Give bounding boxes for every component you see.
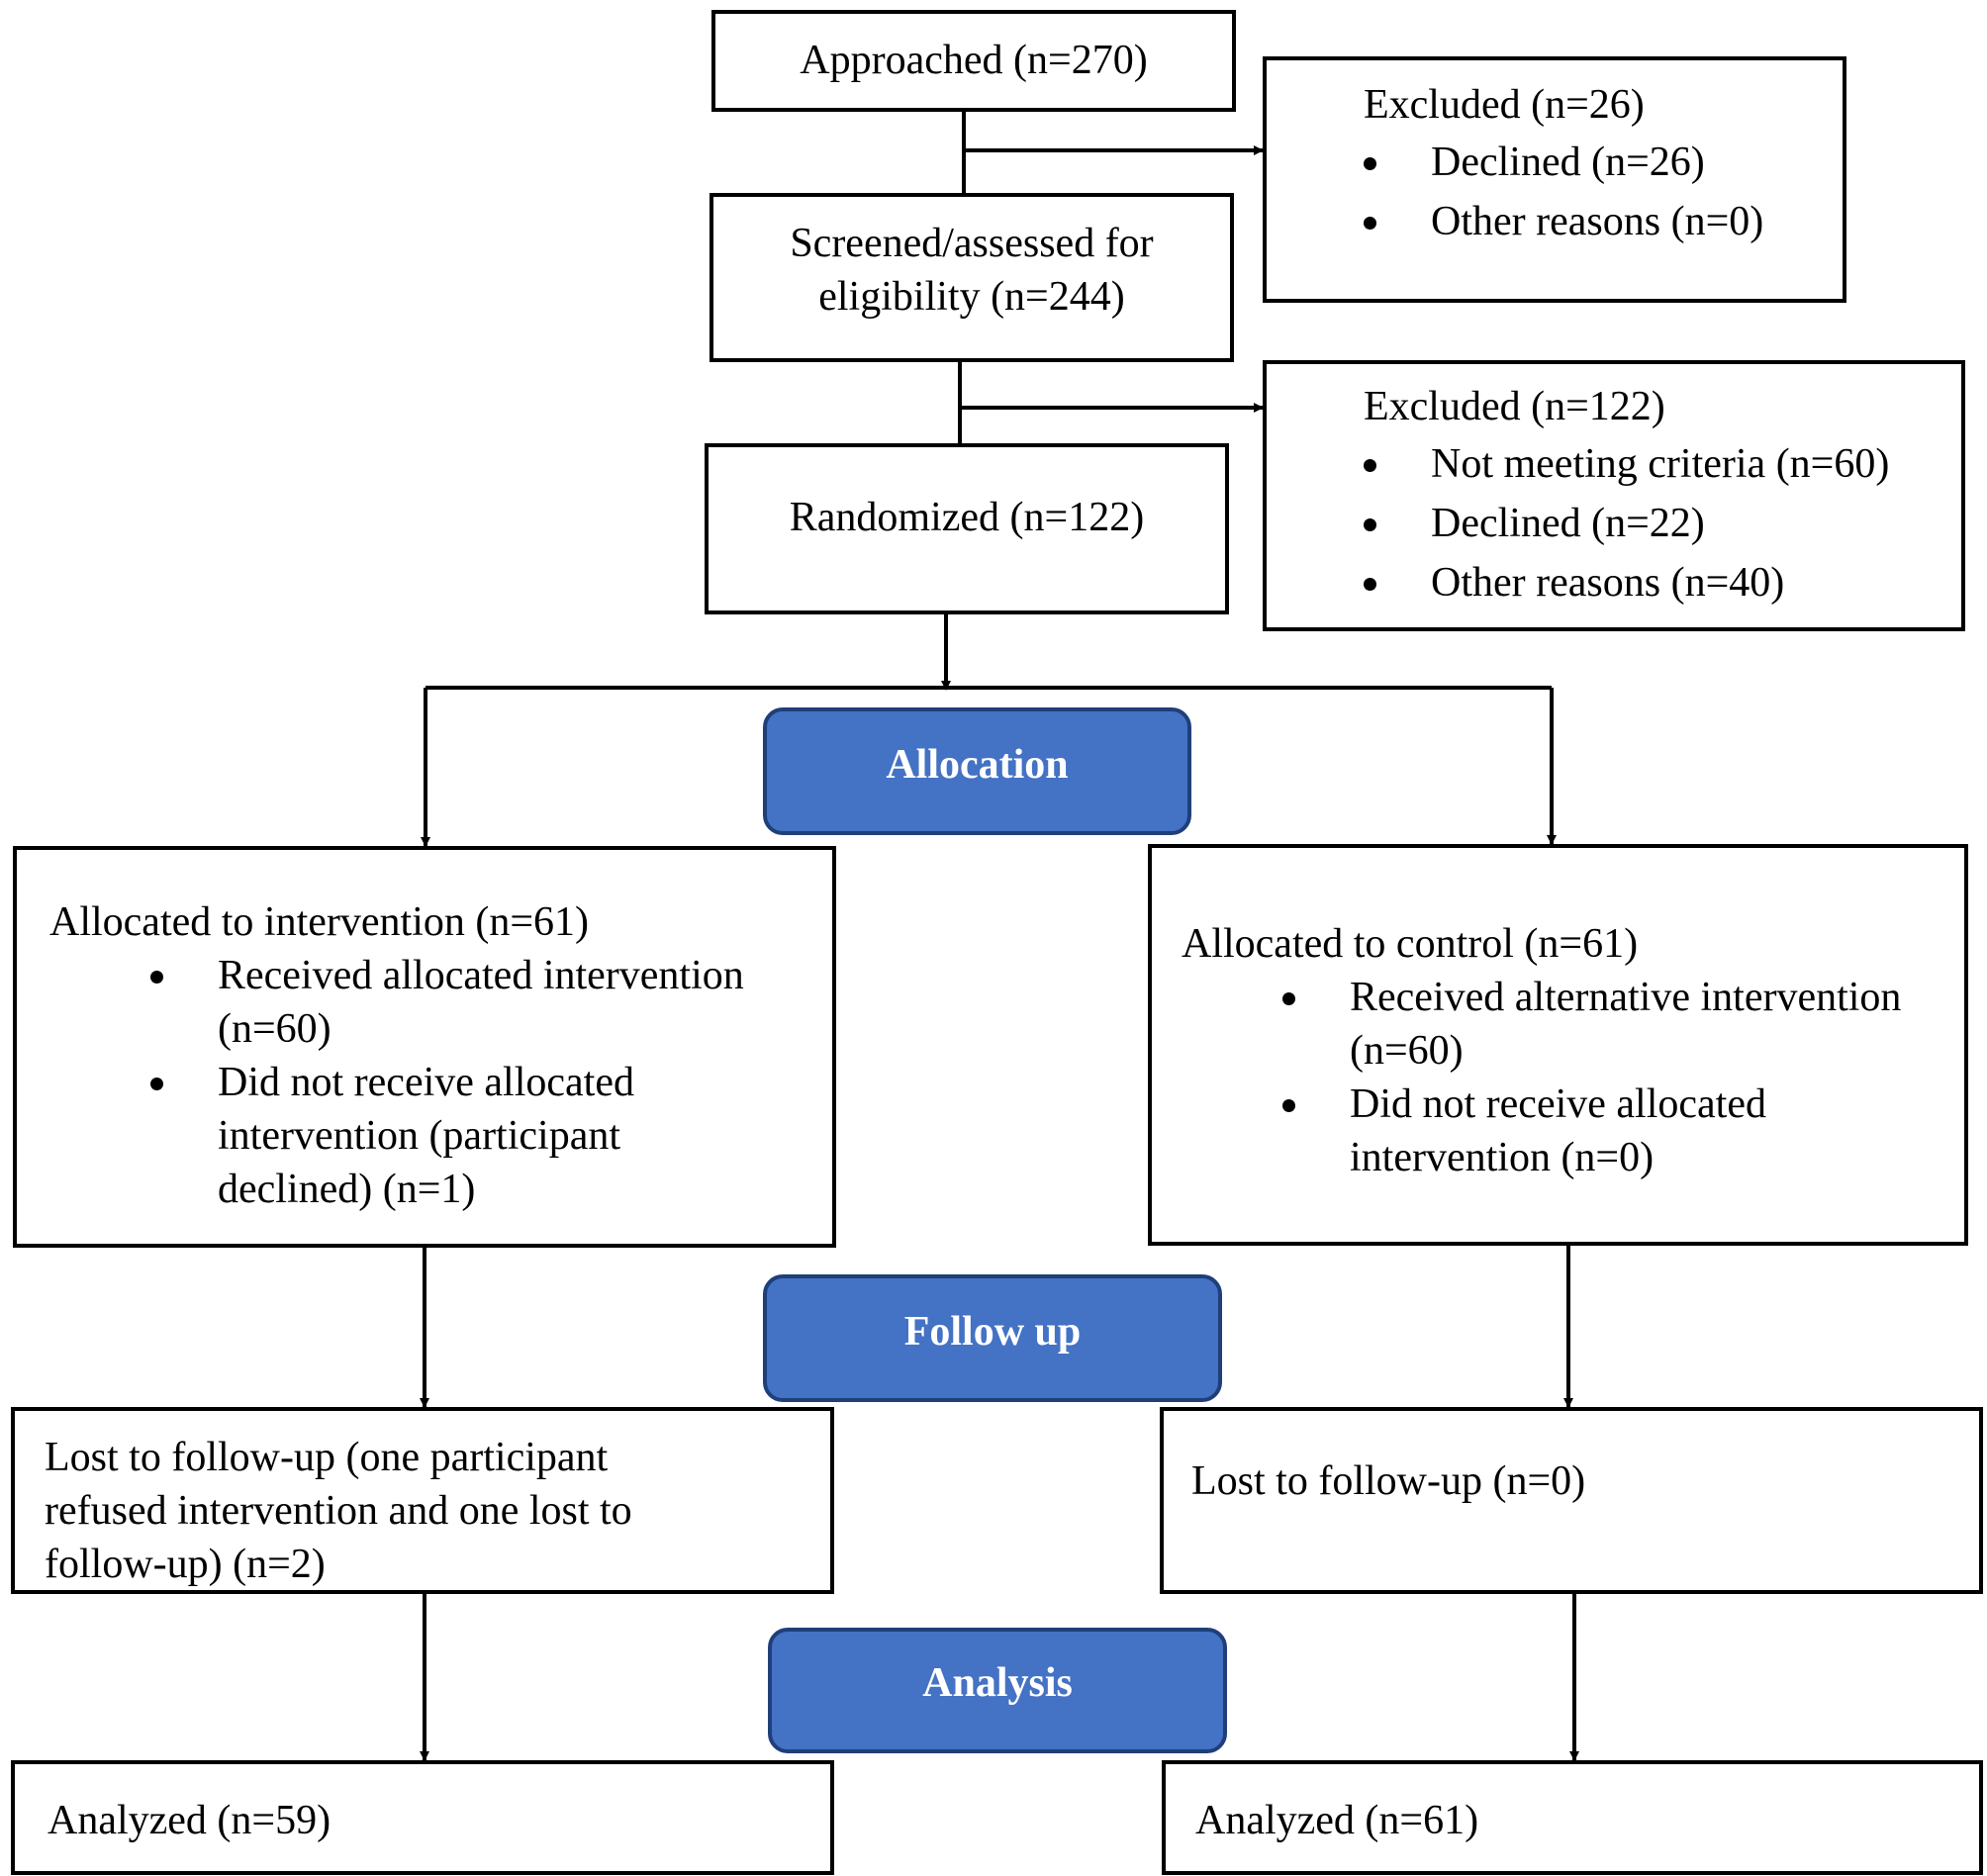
control-analyzed-box: Analyzed (n=61) <box>1162 1760 1983 1875</box>
excluded-box-1: Excluded (n=26) Declined (n=26) Other re… <box>1263 56 1846 303</box>
excluded-2-title: Excluded (n=122) <box>1364 384 1665 429</box>
intervention-allocated-item: Received allocated intervention (n=60) <box>150 949 822 1056</box>
excluded-2-item: Declined (n=22) <box>1364 497 1961 550</box>
intervention-analyzed-box: Analyzed (n=59) <box>11 1760 834 1875</box>
control-allocated-list: Received alternative intervention (n=60)… <box>1282 971 1954 1184</box>
control-allocated-box: Allocated to control (n=61) Received alt… <box>1148 844 1968 1246</box>
excluded-1-item: Declined (n=26) <box>1364 136 1843 189</box>
allocation-stage-header: Allocation <box>763 707 1191 835</box>
intervention-allocated-title: Allocated to intervention (n=61) <box>49 899 590 945</box>
follow-up-stage-header: Follow up <box>763 1274 1222 1402</box>
intervention-allocated-box: Allocated to intervention (n=61) Receive… <box>13 846 836 1248</box>
control-analyzed-label: Analyzed (n=61) <box>1195 1798 1479 1843</box>
item-line: intervention (participant <box>218 1113 621 1159</box>
excluded-2-item: Other reasons (n=40) <box>1364 556 1961 610</box>
item-line: (n=60) <box>1350 1028 1464 1074</box>
control-allocated-item: Did not receive allocated intervention (… <box>1282 1078 1954 1184</box>
intervention-allocated-item: Did not receive allocated intervention (… <box>150 1056 822 1216</box>
approached-label: Approached (n=270) <box>800 38 1148 83</box>
excluded-1-title: Excluded (n=26) <box>1364 82 1645 128</box>
item-line: Received allocated intervention <box>218 953 744 998</box>
control-allocated-item: Received alternative intervention (n=60) <box>1282 971 1954 1078</box>
item-line: declined) (n=1) <box>218 1167 476 1212</box>
screened-label-line1: Screened/assessed for <box>790 221 1154 266</box>
randomized-label: Randomized (n=122) <box>789 495 1145 540</box>
intervention-lost-line: Lost to follow-up (one participant <box>45 1435 609 1480</box>
item-line: Did not receive allocated <box>1350 1081 1766 1127</box>
item-line: intervention (n=0) <box>1350 1135 1655 1180</box>
control-lost-box: Lost to follow-up (n=0) <box>1160 1407 1983 1594</box>
intervention-analyzed-label: Analyzed (n=59) <box>47 1798 331 1843</box>
intervention-lost-line: follow-up) (n=2) <box>45 1542 326 1587</box>
excluded-1-list: Declined (n=26) Other reasons (n=0) <box>1364 136 1843 248</box>
intervention-lost-line: refused intervention and one lost to <box>45 1488 632 1534</box>
intervention-allocated-list: Received allocated intervention (n=60) D… <box>150 949 822 1216</box>
analysis-stage-header: Analysis <box>768 1628 1227 1753</box>
excluded-2-item: Not meeting criteria (n=60) <box>1364 437 1961 491</box>
screened-label-line2: eligibility (n=244) <box>818 274 1125 320</box>
control-lost-label: Lost to follow-up (n=0) <box>1191 1458 1586 1504</box>
item-line: Received alternative intervention <box>1350 975 1902 1020</box>
excluded-2-list: Not meeting criteria (n=60) Declined (n=… <box>1364 437 1961 610</box>
approached-box: Approached (n=270) <box>711 10 1236 112</box>
excluded-1-item: Other reasons (n=0) <box>1364 195 1843 248</box>
intervention-lost-box: Lost to follow-up (one participant refus… <box>11 1407 834 1594</box>
excluded-box-2: Excluded (n=122) Not meeting criteria (n… <box>1263 360 1965 631</box>
item-line: Did not receive allocated <box>218 1060 634 1105</box>
item-line: (n=60) <box>218 1006 331 1052</box>
randomized-box: Randomized (n=122) <box>705 443 1229 614</box>
screened-box: Screened/assessed for eligibility (n=244… <box>710 193 1234 362</box>
control-allocated-title: Allocated to control (n=61) <box>1182 921 1639 967</box>
